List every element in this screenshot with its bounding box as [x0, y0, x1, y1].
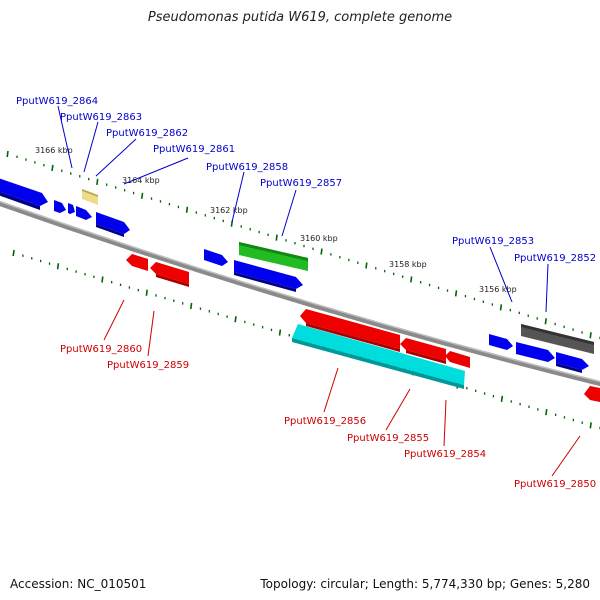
kbp-label: 3164 kbp — [122, 176, 160, 185]
leader-2856 — [323, 367, 339, 413]
kbp-label: 3156 kbp — [479, 285, 517, 294]
scale-tick — [189, 302, 193, 310]
scale-tick — [365, 262, 368, 269]
scale-tick — [589, 422, 592, 429]
gene-label[interactable]: PputW619_2859 — [107, 360, 189, 371]
gene-label[interactable]: PputW619_2856 — [284, 416, 366, 427]
genome-summary-text: Topology: circular; Length: 5,774,330 bp… — [260, 577, 590, 591]
kbp-label: 3162 kbp — [210, 206, 248, 215]
leader-2861 — [123, 157, 189, 185]
leader-2864 — [57, 105, 73, 169]
scale-tick — [96, 178, 99, 185]
leader-2854 — [443, 399, 447, 447]
scale-tick — [275, 234, 278, 241]
scale-tick — [12, 249, 15, 257]
leader-2863 — [83, 121, 99, 173]
scale-tick — [56, 263, 60, 270]
gene-label[interactable]: PputW619_2864 — [16, 96, 98, 107]
gene-feature-2861[interactable] — [76, 206, 92, 220]
scale-tick — [410, 276, 413, 283]
leader-2859 — [147, 310, 155, 357]
gene-feature-2850[interactable] — [584, 386, 600, 402]
scale-tick — [51, 164, 54, 172]
kbp-label: 3158 kbp — [389, 260, 427, 269]
scale-tick — [278, 329, 282, 336]
accession-text: Accession: NC_010501 — [10, 577, 147, 591]
scale-tick — [320, 248, 323, 255]
scale-tick — [499, 304, 503, 311]
scale-tick — [589, 332, 592, 339]
leader-2855 — [385, 388, 411, 431]
gene-feature-2856[interactable] — [300, 309, 400, 352]
gene-label[interactable]: PputW619_2852 — [514, 253, 596, 264]
scale-ticks-upper — [6, 150, 600, 340]
gene-feature-cyan[interactable] — [292, 324, 465, 389]
gene-feature-2852-gray[interactable] — [521, 324, 594, 354]
kbp-label: 3160 kbp — [300, 234, 338, 243]
scale-tick — [6, 150, 9, 158]
kbp-label: 3166 kbp — [35, 146, 73, 155]
gene-feature-2858-small[interactable] — [96, 212, 130, 237]
leader-2862 — [95, 138, 137, 177]
gene-label[interactable]: PputW619_2854 — [404, 449, 486, 460]
leader-2858 — [231, 171, 245, 223]
leader-2850 — [551, 435, 581, 477]
scale-tick — [454, 290, 458, 297]
scale-tick — [500, 395, 504, 402]
scale-tick — [101, 276, 104, 283]
scale-tick — [545, 408, 548, 416]
gene-feature-2859[interactable] — [150, 262, 189, 287]
gene-label[interactable]: PputW619_2862 — [106, 128, 188, 139]
leader-2857 — [281, 189, 297, 237]
gene-label[interactable]: PputW619_2855 — [347, 433, 429, 444]
gene-label[interactable]: PputW619_2863 — [60, 112, 142, 123]
gene-label[interactable]: PputW619_2850 — [514, 479, 596, 490]
leader-2860 — [103, 299, 125, 341]
gene-feature-2860[interactable] — [126, 254, 148, 271]
leader-2853 — [489, 246, 513, 303]
gene-feature-2864[interactable] — [0, 178, 48, 210]
gene-feature-2857[interactable] — [239, 242, 308, 271]
gene-feature-2853[interactable] — [489, 334, 589, 373]
scale-tick — [544, 318, 547, 325]
gene-feature-2858[interactable] — [204, 249, 303, 292]
gene-feature-2863[interactable] — [54, 200, 66, 213]
scale-tick — [234, 316, 237, 323]
gene-label[interactable]: PputW619_2853 — [452, 236, 534, 247]
gene-feature-2855[interactable] — [400, 338, 446, 364]
gene-feature-2862[interactable] — [68, 203, 75, 214]
scale-tick — [145, 289, 148, 296]
gene-feature-2861-yellow[interactable] — [82, 189, 98, 205]
gene-feature-2854[interactable] — [445, 351, 470, 368]
leader-2852 — [545, 263, 549, 313]
gene-label[interactable]: PputW619_2860 — [60, 344, 142, 355]
gene-label[interactable]: PputW619_2858 — [206, 162, 288, 173]
genome-backbone — [0, 200, 600, 387]
gene-label[interactable]: PputW619_2857 — [260, 178, 342, 189]
scale-tick — [140, 192, 144, 199]
genome-title: Pseudomonas putida W619, complete genome — [147, 10, 453, 25]
scale-tick — [185, 206, 189, 213]
gene-label[interactable]: PputW619_2861 — [153, 144, 235, 155]
